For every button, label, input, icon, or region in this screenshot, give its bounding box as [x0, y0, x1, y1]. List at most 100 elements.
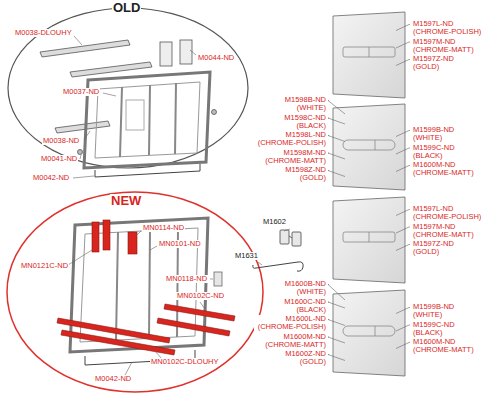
old-circle	[8, 8, 248, 168]
leader-line	[396, 60, 410, 66]
article-number: M1600B-ND (WHITE)	[281, 280, 327, 297]
part-label: M0041-ND	[40, 155, 78, 163]
mounting-frame	[116, 232, 118, 340]
screw	[78, 150, 83, 155]
flush-button	[369, 232, 370, 242]
rod-part	[253, 262, 303, 271]
part-label: M0038-DLOUHY	[14, 29, 73, 37]
old-circle	[8, 8, 248, 168]
article-number: M1600Z-ND (GOLD)	[282, 350, 327, 367]
leader-line	[396, 325, 410, 331]
rod-part	[253, 265, 256, 268]
leader-line	[396, 343, 410, 349]
part-label: MN0118-ND	[165, 275, 208, 283]
leader-line	[328, 285, 345, 301]
leader-line	[328, 136, 345, 142]
article-number: M1597Z-ND (GOLD)	[412, 55, 457, 72]
leader-line	[74, 36, 82, 45]
leader-line	[396, 25, 410, 31]
leader-line	[190, 50, 196, 55]
article-number: M1600M-ND (CHROME-MATT)	[412, 338, 477, 355]
part-label: OLD	[112, 1, 141, 15]
part-label: M0038-ND	[42, 137, 80, 145]
flush-button	[343, 140, 395, 150]
new-circle	[7, 192, 263, 392]
article-number: M1598M-ND (CHROME-MATT)	[262, 149, 327, 166]
leader-line	[73, 176, 94, 178]
clip-part	[280, 230, 289, 244]
leader-line	[80, 155, 81, 159]
part-label: NEW	[110, 194, 142, 208]
part-label: M0044-ND	[197, 54, 235, 62]
screw	[212, 110, 217, 115]
mounting-frame	[149, 85, 150, 155]
flush-plate	[333, 104, 405, 190]
leader-line	[396, 227, 410, 233]
article-number: M1600M-ND (CHROME-MATT)	[262, 333, 327, 350]
leader-line	[328, 355, 345, 361]
article-number: M1597L-ND (CHROME-POLISH)	[412, 205, 485, 222]
article-number: M1597L-ND (CHROME-POLISH)	[412, 20, 485, 37]
leader-line	[210, 279, 213, 280]
screw	[78, 110, 217, 155]
red-bracket	[128, 232, 137, 254]
new-circle	[7, 192, 263, 392]
leader-line	[103, 93, 116, 96]
leader-line	[396, 308, 410, 314]
leader-line	[396, 210, 410, 216]
part-label: MN0102C-ND	[176, 292, 225, 300]
article-number: M1599B-ND (WHITE)	[412, 303, 458, 320]
part-label: M0042-ND	[94, 375, 132, 383]
article-number: M1600L-ND (CHROME-POLISH)	[254, 315, 327, 332]
mounting-frame	[149, 230, 150, 338]
rail	[55, 121, 110, 133]
bracket	[160, 40, 192, 66]
clip-part	[280, 230, 301, 246]
red-bracket	[92, 222, 99, 252]
leader-line	[328, 153, 345, 159]
flush-button	[343, 326, 395, 336]
side-part	[214, 272, 222, 286]
leader-line	[328, 320, 345, 326]
article-number: M1600M-ND (CHROME-MATT)	[412, 161, 477, 178]
rod-part	[256, 262, 298, 268]
part-label: M1602	[262, 218, 287, 226]
clip-part	[289, 236, 292, 238]
article-number: M1600C-ND (BLACK)	[281, 298, 327, 315]
flush-button	[375, 326, 376, 336]
leader-line	[84, 131, 90, 140]
article-number: M1598L-ND (CHROME-POLISH)	[254, 131, 327, 148]
leader-line	[328, 302, 345, 308]
article-number: M1598Z-ND (GOLD)	[282, 166, 327, 183]
flush-plate	[333, 290, 405, 376]
mounting-frame	[95, 82, 200, 158]
part-label: MN0102C-DLOUHY	[150, 358, 220, 366]
article-number: M1597M-ND (CHROME-MATT)	[412, 223, 477, 240]
flush-button	[343, 232, 395, 242]
article-number: M1599B-ND (WHITE)	[412, 126, 458, 143]
red-rail	[61, 330, 175, 355]
leader-line	[328, 171, 345, 177]
leader-line	[150, 246, 157, 250]
article-number: M1597Z-ND (GOLD)	[412, 240, 457, 257]
bracket	[180, 40, 192, 64]
leader-line	[284, 229, 290, 231]
clip-part	[292, 232, 301, 246]
side-part	[214, 272, 222, 286]
leader-line	[258, 262, 262, 265]
mounting-frame	[120, 87, 122, 157]
part-label: M0037-ND	[62, 88, 100, 96]
flush-plate	[333, 12, 405, 98]
leader-line	[396, 166, 410, 172]
leader-line	[328, 337, 345, 343]
mounting-frame	[84, 72, 210, 168]
leader-line	[396, 131, 410, 137]
part-label: MN0121C-ND	[20, 262, 69, 270]
rod-part	[297, 262, 303, 271]
flush-plate	[333, 12, 405, 376]
mounting-frame	[84, 72, 210, 168]
flush-plate	[333, 197, 405, 283]
rail	[70, 62, 152, 77]
leader-line	[73, 36, 196, 178]
